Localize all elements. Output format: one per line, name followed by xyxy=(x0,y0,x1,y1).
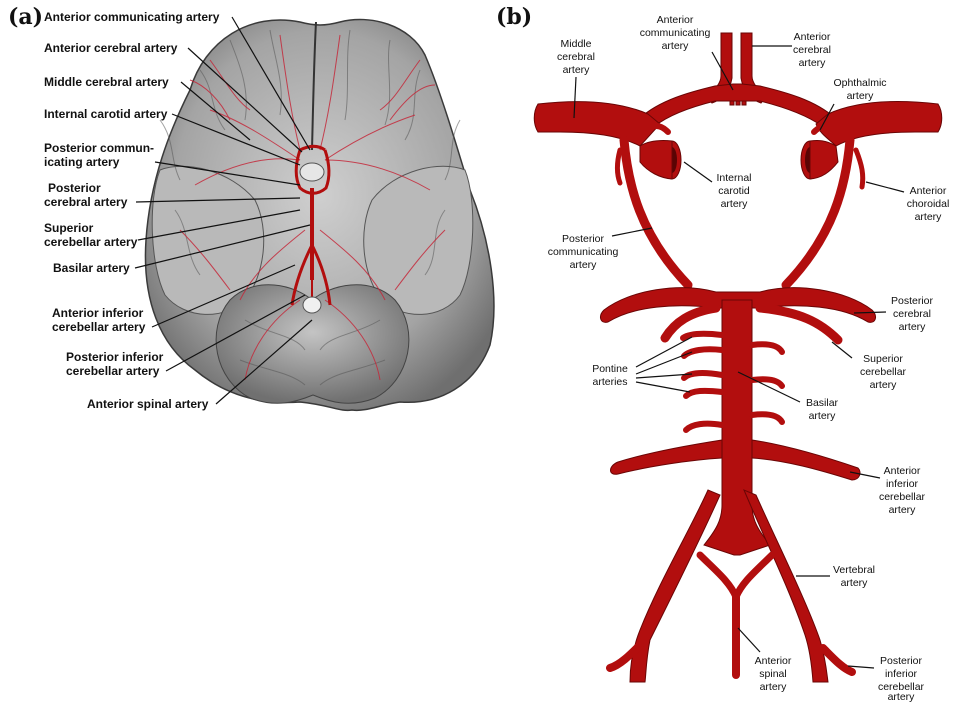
superior-cerebellar-artery-right xyxy=(760,308,838,340)
svg-text:artery: artery xyxy=(888,691,916,703)
svg-text:artery: artery xyxy=(570,259,598,271)
pontine-artery-1 xyxy=(683,334,722,338)
pica-right xyxy=(823,648,852,672)
svg-text:Posterior: Posterior xyxy=(562,233,605,245)
label-a-posterior-cerebral-1: Posterior xyxy=(48,181,101,195)
label-b-posterior-cerebral: Posterior cerebral artery xyxy=(891,295,934,333)
svg-text:artery: artery xyxy=(809,410,837,422)
label-a-middle-cerebral: Middle cerebral artery xyxy=(44,75,169,89)
svg-text:artery: artery xyxy=(847,90,875,102)
panel-a: (a) xyxy=(8,4,494,411)
svg-text:artery: artery xyxy=(870,379,898,391)
label-a-anterior-communicating: Anterior communicating artery xyxy=(44,10,220,24)
svg-text:Basilar: Basilar xyxy=(806,397,839,409)
svg-text:Ophthalmic: Ophthalmic xyxy=(833,77,886,89)
svg-text:cerebral: cerebral xyxy=(557,51,595,63)
ophthalmic-artery-left xyxy=(648,126,668,132)
pontine-artery-8 xyxy=(752,414,782,422)
svg-text:inferior: inferior xyxy=(886,478,919,490)
svg-text:artery: artery xyxy=(889,504,917,516)
label-b-anterior-inferior-cerebellar: Anterior inferior cerebellar artery xyxy=(879,465,926,516)
pontine-artery-4 xyxy=(686,391,722,396)
label-a-basilar: Basilar artery xyxy=(53,261,130,275)
label-a-posterior-communicating-2: icating artery xyxy=(44,155,120,169)
label-b-superior-cerebellar: Superior cerebellar artery xyxy=(860,353,907,391)
svg-text:Pontine: Pontine xyxy=(592,363,628,375)
label-b-posterior-communicating: Posterior communicating artery xyxy=(548,233,619,271)
label-b-anterior-spinal: Anterior spinal artery xyxy=(755,655,792,693)
svg-text:Anterior: Anterior xyxy=(910,185,947,197)
label-b-anterior-cerebral: Anterior cerebral artery xyxy=(793,31,831,69)
svg-text:cerebellar: cerebellar xyxy=(860,366,907,378)
label-b-middle-cerebral: Middle cerebral artery xyxy=(557,38,595,76)
brain-illustration xyxy=(145,19,493,410)
label-a-pica-1: Posterior inferior xyxy=(66,350,164,364)
svg-text:Internal: Internal xyxy=(716,172,751,184)
label-a-superior-cerebellar-2: cerebellar artery xyxy=(44,235,138,249)
label-a-anterior-cerebral: Anterior cerebral artery xyxy=(44,41,178,55)
svg-text:Posterior: Posterior xyxy=(880,655,923,667)
label-a-posterior-communicating-1: Posterior commun- xyxy=(44,141,154,155)
label-a-anterior-spinal: Anterior spinal artery xyxy=(87,397,209,411)
svg-text:cerebral: cerebral xyxy=(793,44,831,56)
label-b-posterior-inferior-cerebellar: Posterior inferior cerebellar artery xyxy=(878,655,925,703)
anterior-spinal-branch-right xyxy=(736,555,772,597)
anterior-spinal-branch-left xyxy=(700,555,736,597)
middle-cerebral-artery-right xyxy=(816,102,942,146)
panel-b: (b) xyxy=(496,4,949,703)
svg-text:artery: artery xyxy=(799,57,827,69)
svg-text:carotid: carotid xyxy=(718,185,750,197)
label-a-superior-cerebellar-1: Superior xyxy=(44,221,94,235)
label-b-basilar: Basilar artery xyxy=(806,397,839,422)
svg-text:artery: artery xyxy=(662,40,690,52)
pontine-artery-7 xyxy=(752,379,782,386)
carotid-stub-right xyxy=(810,141,838,179)
label-a-posterior-cerebral-2: cerebral artery xyxy=(44,195,128,209)
pontine-artery-6 xyxy=(752,344,782,352)
label-b-ophthalmic: Ophthalmic artery xyxy=(833,77,886,102)
label-b-vertebral: Vertebral artery xyxy=(833,564,875,589)
middle-cerebral-artery-left xyxy=(534,102,660,146)
svg-text:artery: artery xyxy=(899,321,927,333)
label-a-aica-2: cerebellar artery xyxy=(52,320,146,334)
svg-text:Anterior: Anterior xyxy=(657,14,694,26)
svg-text:choroidal: choroidal xyxy=(907,198,950,210)
svg-text:spinal: spinal xyxy=(759,668,786,680)
label-a-pica-2: cerebellar artery xyxy=(66,364,160,378)
svg-text:communicating: communicating xyxy=(548,246,619,258)
anterior-choroidal-artery-right xyxy=(856,150,863,187)
vertebral-artery-right xyxy=(744,490,828,682)
label-b-pontine: Pontine arteries xyxy=(592,363,628,388)
vertebral-artery-left xyxy=(630,490,720,682)
svg-text:artery: artery xyxy=(721,198,749,210)
anterior-choroidal-artery-left xyxy=(617,150,620,183)
svg-text:artery: artery xyxy=(841,577,869,589)
svg-text:Anterior: Anterior xyxy=(884,465,921,477)
panel-b-letter: (b) xyxy=(496,4,532,30)
svg-text:Middle: Middle xyxy=(561,38,592,50)
svg-text:inferior: inferior xyxy=(885,668,918,680)
label-a-aica-1: Anterior inferior xyxy=(52,306,144,320)
svg-text:artery: artery xyxy=(915,211,943,223)
panel-a-letter: (a) xyxy=(8,4,43,30)
svg-text:Superior: Superior xyxy=(863,353,903,365)
label-b-internal-carotid: Internal carotid artery xyxy=(716,172,751,210)
svg-text:cerebellar: cerebellar xyxy=(879,491,926,503)
label-b-anterior-communicating: Anterior communicating artery xyxy=(640,14,711,52)
label-b-anterior-choroidal: Anterior choroidal artery xyxy=(907,185,950,223)
svg-text:cerebral: cerebral xyxy=(893,308,931,320)
label-a-internal-carotid: Internal carotid artery xyxy=(44,107,168,121)
svg-text:communicating: communicating xyxy=(640,27,711,39)
svg-text:arteries: arteries xyxy=(592,376,627,388)
carotid-stub-left xyxy=(640,141,672,179)
svg-text:artery: artery xyxy=(563,64,591,76)
svg-text:Anterior: Anterior xyxy=(794,31,831,43)
svg-text:Posterior: Posterior xyxy=(891,295,934,307)
svg-text:Anterior: Anterior xyxy=(755,655,792,667)
svg-text:artery: artery xyxy=(760,681,788,693)
pontine-artery-5 xyxy=(686,424,722,430)
svg-text:Vertebral: Vertebral xyxy=(833,564,875,576)
